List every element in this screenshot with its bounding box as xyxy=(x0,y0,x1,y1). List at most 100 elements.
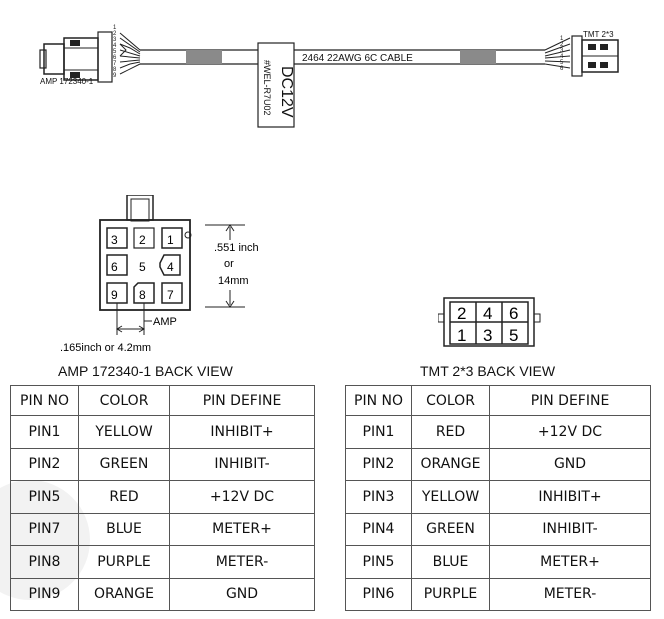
right-pin-4: 4 xyxy=(560,54,564,60)
col-color: COLOR xyxy=(78,385,170,416)
cell-pin: PIN4 xyxy=(345,512,412,546)
left-pin-1: 1 xyxy=(113,25,117,31)
col-pin-no: PIN NO xyxy=(10,385,79,416)
cell-color: YELLOW xyxy=(78,415,170,449)
right-pin-1: 1 xyxy=(560,36,564,42)
right-pin-3: 3 xyxy=(560,48,564,54)
cell-pin: PIN9 xyxy=(10,577,79,611)
cell-pin: PIN1 xyxy=(10,415,79,449)
tmt-connector-label: TMT 2*3 xyxy=(583,30,614,39)
cell-define: INHIBIT- xyxy=(489,512,651,546)
amp-pin-6: 6 xyxy=(111,260,118,274)
col-pin-no: PIN NO xyxy=(345,385,412,416)
tag-model: #WEL-R7U02 xyxy=(262,60,272,116)
amp-connector-side xyxy=(39,31,113,83)
cell-color: GREEN xyxy=(411,512,490,546)
cell-define: INHIBIT+ xyxy=(169,415,315,449)
amp-height-dim-1: .551 inch xyxy=(214,242,259,254)
cell-pin: PIN5 xyxy=(10,480,79,514)
cell-color: RED xyxy=(78,480,170,514)
left-pin-8: 8 xyxy=(113,67,117,73)
amp-connector-label: AMP 172340-1 xyxy=(40,77,94,86)
table-header-row: PIN NO COLOR PIN DEFINE xyxy=(345,385,651,416)
amp-height-dim-3: 14mm xyxy=(218,275,249,287)
cell-color: YELLOW xyxy=(411,480,490,514)
amp-pin-7: 7 xyxy=(167,288,174,302)
amp-label: AMP xyxy=(153,316,177,328)
right-wires xyxy=(544,37,571,69)
cell-pin: PIN2 xyxy=(345,447,412,481)
cell-pin: PIN3 xyxy=(345,480,412,514)
cell-color: BLUE xyxy=(411,545,490,579)
amp-height-dim-2: or xyxy=(224,258,234,270)
cable-label: 2464 22AWG 6C CABLE xyxy=(302,53,413,64)
table-header-row: PIN NO COLOR PIN DEFINE xyxy=(10,385,315,416)
amp-width-dim: .165inch or 4.2mm xyxy=(60,342,151,354)
tmt-connector-side xyxy=(571,35,619,77)
tmt-pin-2: 2 xyxy=(457,304,466,323)
cell-define: GND xyxy=(169,577,315,611)
cell-pin: PIN5 xyxy=(345,545,412,579)
left-wires xyxy=(119,32,141,75)
cable-tag: DC12V #WEL-R7U02 xyxy=(257,42,295,128)
cell-define: METER- xyxy=(489,577,651,611)
right-pin-5: 5 xyxy=(560,60,564,66)
amp-pin-5: 5 xyxy=(139,260,146,274)
cell-pin: PIN8 xyxy=(10,545,79,579)
amp-back-view: 3 2 1 6 5 4 9 8 7 .551 inch or 14mm AMP … xyxy=(60,195,259,354)
amp-pin-2: 2 xyxy=(139,233,146,247)
left-pin-3: 3 xyxy=(113,37,117,43)
cell-define: METER+ xyxy=(169,512,315,546)
tag-voltage: DC12V xyxy=(278,66,295,118)
cell-color: GREEN xyxy=(78,447,170,481)
amp-pin-4: 4 xyxy=(167,260,174,274)
tmt-view-title: TMT 2*3 BACK VIEW xyxy=(420,363,556,379)
tmt-pin-1: 1 xyxy=(457,326,466,345)
left-pin-numbers: 1 2 3 4 5 6 7 8 9 xyxy=(113,25,117,79)
cell-pin: PIN1 xyxy=(345,415,412,449)
cell-color: ORANGE xyxy=(78,577,170,611)
left-pin-9: 9 xyxy=(113,73,117,79)
tmt-pin-6: 6 xyxy=(509,304,518,323)
left-pin-7: 7 xyxy=(113,61,117,67)
amp-pin-9: 9 xyxy=(111,288,118,302)
left-pin-4: 4 xyxy=(113,43,117,49)
right-pin-2: 2 xyxy=(560,42,564,48)
tmt-pin-3: 3 xyxy=(483,326,492,345)
cell-define: INHIBIT- xyxy=(169,447,315,481)
tmt-pin-4: 4 xyxy=(483,304,492,323)
cell-color: PURPLE xyxy=(78,545,170,579)
cell-color: ORANGE xyxy=(411,447,490,481)
cell-pin: PIN7 xyxy=(10,512,79,546)
cell-color: BLUE xyxy=(78,512,170,546)
cell-pin: PIN6 xyxy=(345,577,412,611)
tmt-back-view: 2 4 6 1 3 5 xyxy=(438,297,541,347)
left-pin-2: 2 xyxy=(113,31,117,37)
cell-pin: PIN2 xyxy=(10,447,79,481)
amp-pin-3: 3 xyxy=(111,233,118,247)
col-pin-define: PIN DEFINE xyxy=(169,385,315,416)
cell-define: GND xyxy=(489,447,651,481)
cell-define: METER+ xyxy=(489,545,651,579)
cell-color: PURPLE xyxy=(411,577,490,611)
left-pin-5: 5 xyxy=(113,49,117,55)
cable xyxy=(140,49,545,65)
right-pin-6: 6 xyxy=(560,66,564,72)
col-color: COLOR xyxy=(411,385,490,416)
tmt-pin-5: 5 xyxy=(509,326,518,345)
cable-diagram: 1 2 3 4 5 6 7 8 9 DC12V #WEL-R7U02 2464 … xyxy=(39,25,619,128)
cell-define: INHIBIT+ xyxy=(489,480,651,514)
cell-define: METER- xyxy=(169,545,315,579)
left-pin-6: 6 xyxy=(113,55,117,61)
